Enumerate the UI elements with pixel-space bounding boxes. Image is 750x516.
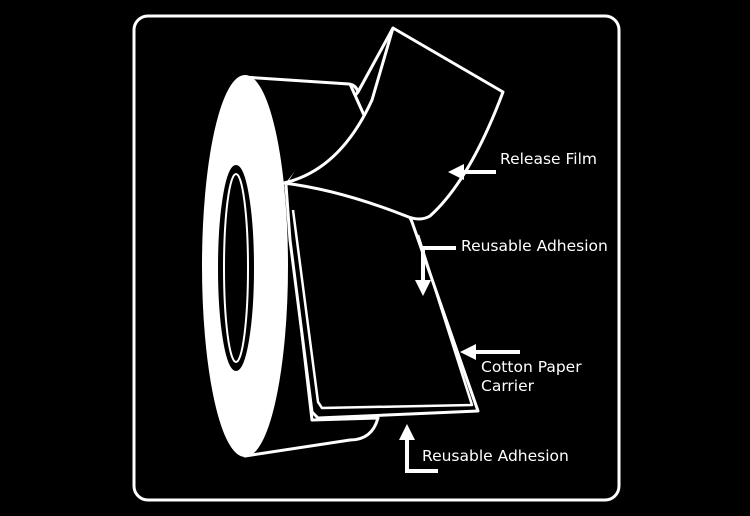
release-film-arrow xyxy=(448,164,496,180)
reusable-adhesion-top-label: Reusable Adhesion xyxy=(461,237,608,255)
reusable-adhesion-bottom-arrow xyxy=(399,424,438,473)
roll-core xyxy=(218,165,254,371)
carrier-arrow xyxy=(460,344,520,360)
cotton-paper-carrier-label: Cotton Paper Carrier xyxy=(481,358,582,396)
release-film-sheet xyxy=(282,26,505,221)
carrier-label-line1: Cotton Paper xyxy=(481,358,582,376)
reusable-adhesion-top-arrow xyxy=(415,246,456,296)
roll-core-inner-ring xyxy=(223,173,249,363)
release-film-edge xyxy=(356,27,395,93)
tape-strip-inner xyxy=(291,209,474,410)
release-film-label: Release Film xyxy=(500,150,597,168)
carrier-label-line2: Carrier xyxy=(481,377,535,395)
diagram-border xyxy=(132,14,621,502)
reusable-adhesion-bottom-label: Reusable Adhesion xyxy=(422,447,569,465)
